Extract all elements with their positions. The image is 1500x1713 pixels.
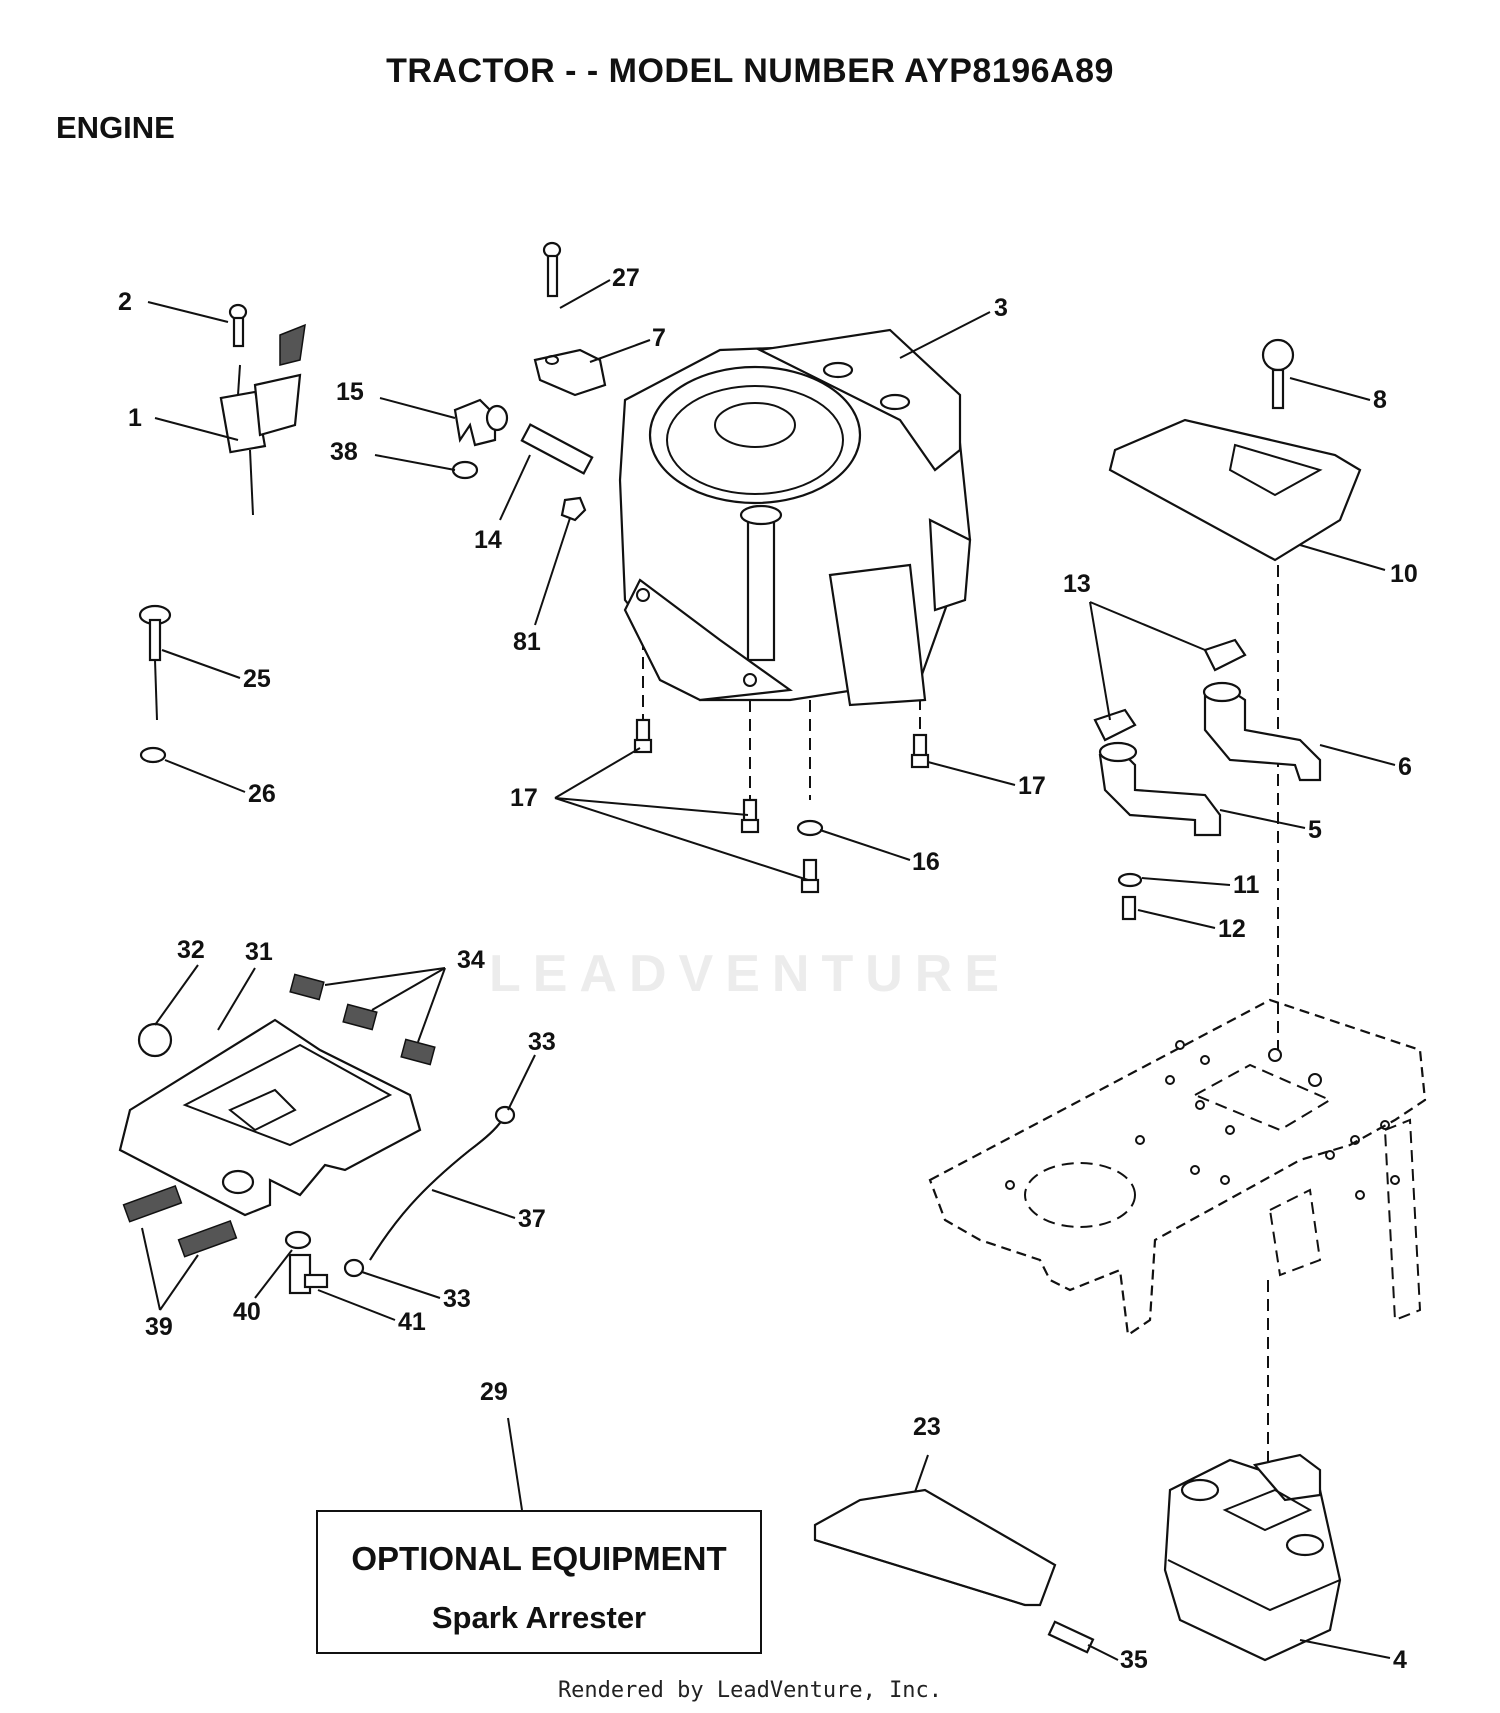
callout-27: 27 [612,264,640,292]
callout-41: 41 [398,1308,426,1336]
bolts-and-washers [633,718,930,894]
callout-12: 12 [1218,915,1246,943]
callout-10: 10 [1390,560,1418,588]
callout-38: 38 [330,438,358,466]
throttle-control [219,303,306,516]
callout-5: 5 [1308,816,1322,844]
chassis-frame [928,998,1427,1337]
dipstick [138,604,172,764]
watermark-text: LEADVENTURE [488,945,1012,1003]
callout-26: 26 [248,780,276,808]
callout-17-left: 17 [510,784,538,812]
spark-arrester-label: Spark Arrester [431,1600,647,1635]
clamp-and-screw [533,241,607,397]
muffler-shield [813,1488,1095,1654]
callout-23: 23 [913,1413,941,1441]
callout-13: 13 [1063,570,1091,598]
callout-15: 15 [336,378,364,406]
callout-labels: 2 1 27 7 3 8 10 15 38 14 81 13 6 5 11 12… [118,264,1418,1674]
muffler [1163,1453,1342,1662]
section-heading: ENGINE [56,110,175,145]
callout-35: 35 [1120,1646,1148,1674]
optional-equipment-box: OPTIONAL EQUIPMENT Spark Arrester [316,1510,762,1654]
callout-34: 34 [457,946,485,974]
callout-39: 39 [145,1313,173,1341]
callout-2: 2 [118,288,132,316]
callout-32: 32 [177,936,205,964]
heat-shield [1108,338,1362,562]
callout-25: 25 [243,665,271,693]
render-credit: Rendered by LeadVenture, Inc. [557,1678,943,1703]
callout-81: 81 [513,628,541,656]
callout-6: 6 [1398,753,1412,781]
callout-14: 14 [474,526,502,554]
optional-equipment-heading: OPTIONAL EQUIPMENT [351,1540,727,1577]
callout-3: 3 [994,294,1008,322]
leader-lines [141,279,1396,1661]
fuel-tank [118,973,436,1217]
callout-33-bottom: 33 [443,1285,471,1313]
page-title: TRACTOR - - MODEL NUMBER AYP8196A89 [386,52,1114,90]
callout-16: 16 [912,848,940,876]
engine-assembly [618,328,972,707]
callout-11: 11 [1233,871,1260,899]
exhaust-pipes [1093,638,1322,921]
callout-37: 37 [518,1205,546,1233]
callout-29: 29 [480,1378,508,1406]
callout-1: 1 [128,404,142,432]
fuel-fittings [451,398,594,522]
callout-17-right: 17 [1018,772,1046,800]
callout-33-top: 33 [528,1028,556,1056]
fuel-line-parts [122,1105,516,1295]
callout-40: 40 [233,1298,261,1326]
callout-7: 7 [652,324,666,352]
callout-31: 31 [245,938,273,966]
callout-8: 8 [1373,386,1387,414]
callout-4: 4 [1393,1646,1407,1674]
